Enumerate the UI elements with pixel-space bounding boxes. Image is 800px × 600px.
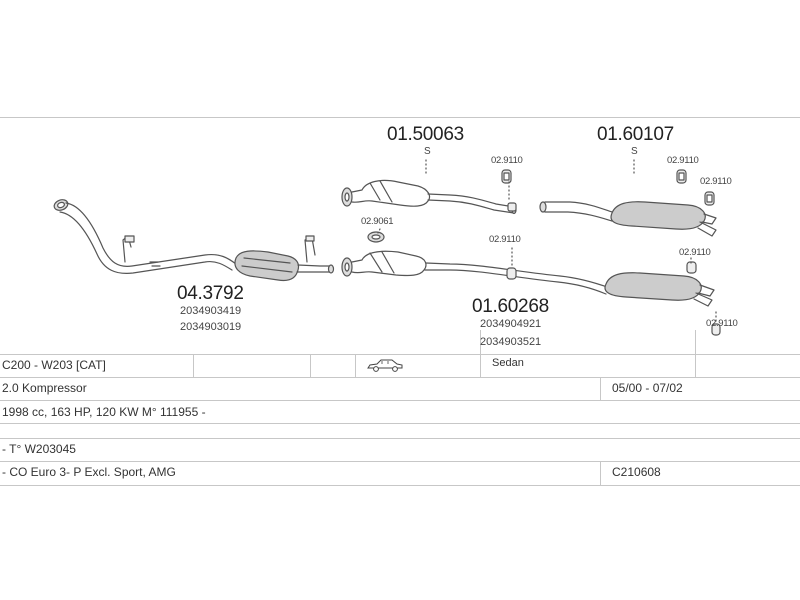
oe-number-01-60268-b: 2034903521 [480, 336, 542, 348]
table-line-1 [0, 354, 800, 355]
hanger-label-4: 02.9110 [489, 234, 521, 245]
body-type-cell: Sedan [492, 357, 524, 369]
clamp-label: 02.9061 [361, 216, 394, 227]
table-col-6 [600, 461, 601, 485]
hanger-h3 [704, 191, 715, 206]
sedan-car-icon [366, 357, 404, 378]
model-cell: C200 - W203 [CAT] [2, 358, 106, 372]
table-line-5 [0, 438, 800, 439]
front-pipe-04-3792 [53, 199, 335, 282]
part-number-01-60268: 01.60268 [472, 296, 549, 317]
hanger-h2 [676, 169, 687, 184]
table-col-4 [480, 330, 481, 377]
hanger-label-6: 02.9110 [706, 318, 738, 329]
hanger-h6 [711, 323, 721, 336]
hanger-label-3: 02.9110 [700, 176, 732, 187]
hanger-h5 [686, 261, 697, 274]
table-line-6 [0, 461, 800, 462]
ref-code-cell: C210608 [612, 465, 661, 479]
table-line-3 [0, 400, 800, 401]
hanger-label-5: 02.9110 [679, 247, 711, 258]
table-col-5 [600, 377, 601, 400]
hanger-h7 [507, 202, 517, 212]
part-number-04-3792: 04.3792 [177, 283, 244, 304]
table-col-3 [355, 354, 356, 377]
table-col-7 [695, 330, 696, 377]
oe-number-04-3792-a: 2034903419 [180, 305, 242, 317]
hanger-label-1: 02.9110 [491, 155, 523, 166]
table-col-2 [310, 354, 311, 377]
part-mark-s-2: S [631, 146, 638, 157]
clamp-02-9061 [367, 231, 385, 243]
hanger-h4 [506, 267, 517, 280]
part-number-01-60107: 01.60107 [597, 124, 674, 145]
table-line-4 [0, 423, 800, 424]
notes-cell: - CO Euro 3- P Excl. Sport, AMG [2, 465, 176, 479]
table-col-1 [193, 354, 194, 377]
oe-number-01-60268-a: 2034904921 [480, 318, 542, 330]
date-range-cell: 05/00 - 07/02 [612, 381, 683, 395]
part-number-01-50063: 01.50063 [387, 124, 464, 145]
hanger-label-2: 02.9110 [667, 155, 699, 166]
spec-cell: 1998 cc, 163 HP, 120 KW M° 111955 - [2, 405, 206, 419]
type-code-cell: - T° W203045 [2, 442, 76, 456]
table-line-2 [0, 377, 800, 378]
rear-silencer-01-60107 [539, 201, 717, 237]
frame-top-line [0, 117, 800, 118]
part-mark-s-1: S [424, 146, 431, 157]
oe-number-04-3792-b: 2034903019 [180, 321, 242, 333]
table-line-7 [0, 485, 800, 486]
engine-cell: 2.0 Kompressor [2, 381, 87, 395]
hanger-h1 [501, 169, 512, 184]
catalyst-01-60268 [341, 250, 715, 307]
catalyst-01-50063 [341, 179, 517, 215]
